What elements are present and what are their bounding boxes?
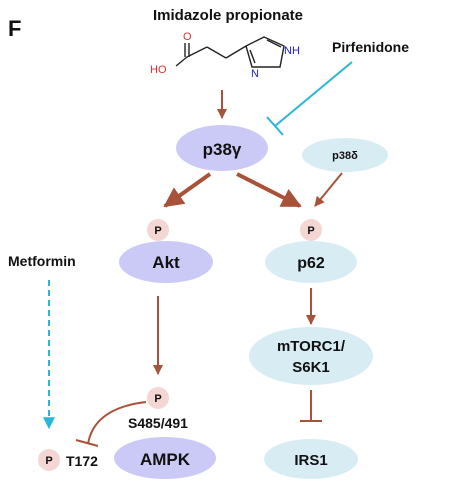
metformin-label: Metformin	[8, 253, 76, 269]
node-mtorc1-line1: mTORC1/	[277, 338, 346, 355]
hydroxyl-label: HO	[150, 64, 167, 76]
arrow-p38g-to-p62	[236, 172, 302, 208]
node-p62-label: p62	[297, 255, 325, 272]
node-ampk-label: AMPK	[140, 450, 191, 469]
node-p38g-label: p38γ	[203, 140, 242, 159]
compound-name: Imidazole propionate	[153, 7, 303, 24]
phospho-p62-label: P	[307, 225, 314, 237]
pirfenidone-label: Pirfenidone	[332, 39, 409, 55]
panel-label: F	[8, 16, 21, 41]
phospho-ampk-s485	[147, 387, 169, 409]
site-t172: T172	[66, 453, 98, 469]
node-akt-label: Akt	[152, 253, 180, 272]
phospho-akt-label: P	[154, 225, 161, 237]
ring-nh-label: NH	[284, 45, 300, 57]
node-p38g	[176, 125, 268, 171]
node-irs1-label: IRS1	[294, 452, 327, 469]
carbonyl-oxygen-label: O	[183, 31, 192, 43]
node-akt	[119, 241, 213, 283]
phospho-ampk-t172-label: P	[45, 455, 52, 467]
node-ampk	[114, 437, 216, 479]
pirfenidone-inhibition-bar	[266, 116, 284, 136]
node-p62	[265, 241, 357, 283]
arrow-p38g-to-akt	[163, 172, 212, 208]
phospho-akt	[147, 219, 169, 241]
phospho-ampk-s485-label: P	[154, 393, 161, 405]
node-p38d	[302, 138, 388, 172]
arrow-p38d-to-p62	[314, 172, 343, 207]
node-p38d-label: p38δ	[332, 150, 358, 162]
pirfenidone-inhibition-line	[274, 61, 353, 127]
node-mtorc1-line2: S6K1	[292, 359, 330, 376]
node-mtorc1-s6k1	[249, 327, 373, 385]
inhibit-s485-to-t172-bar	[75, 439, 99, 447]
phospho-p62	[300, 219, 322, 241]
imidazole-propionate-structure	[175, 36, 285, 68]
ring-n-label: N	[251, 68, 259, 80]
phospho-ampk-t172	[38, 449, 60, 471]
node-irs1	[264, 439, 358, 479]
site-s485-491: S485/491	[128, 415, 188, 431]
inhibit-s485-to-t172	[87, 401, 147, 445]
